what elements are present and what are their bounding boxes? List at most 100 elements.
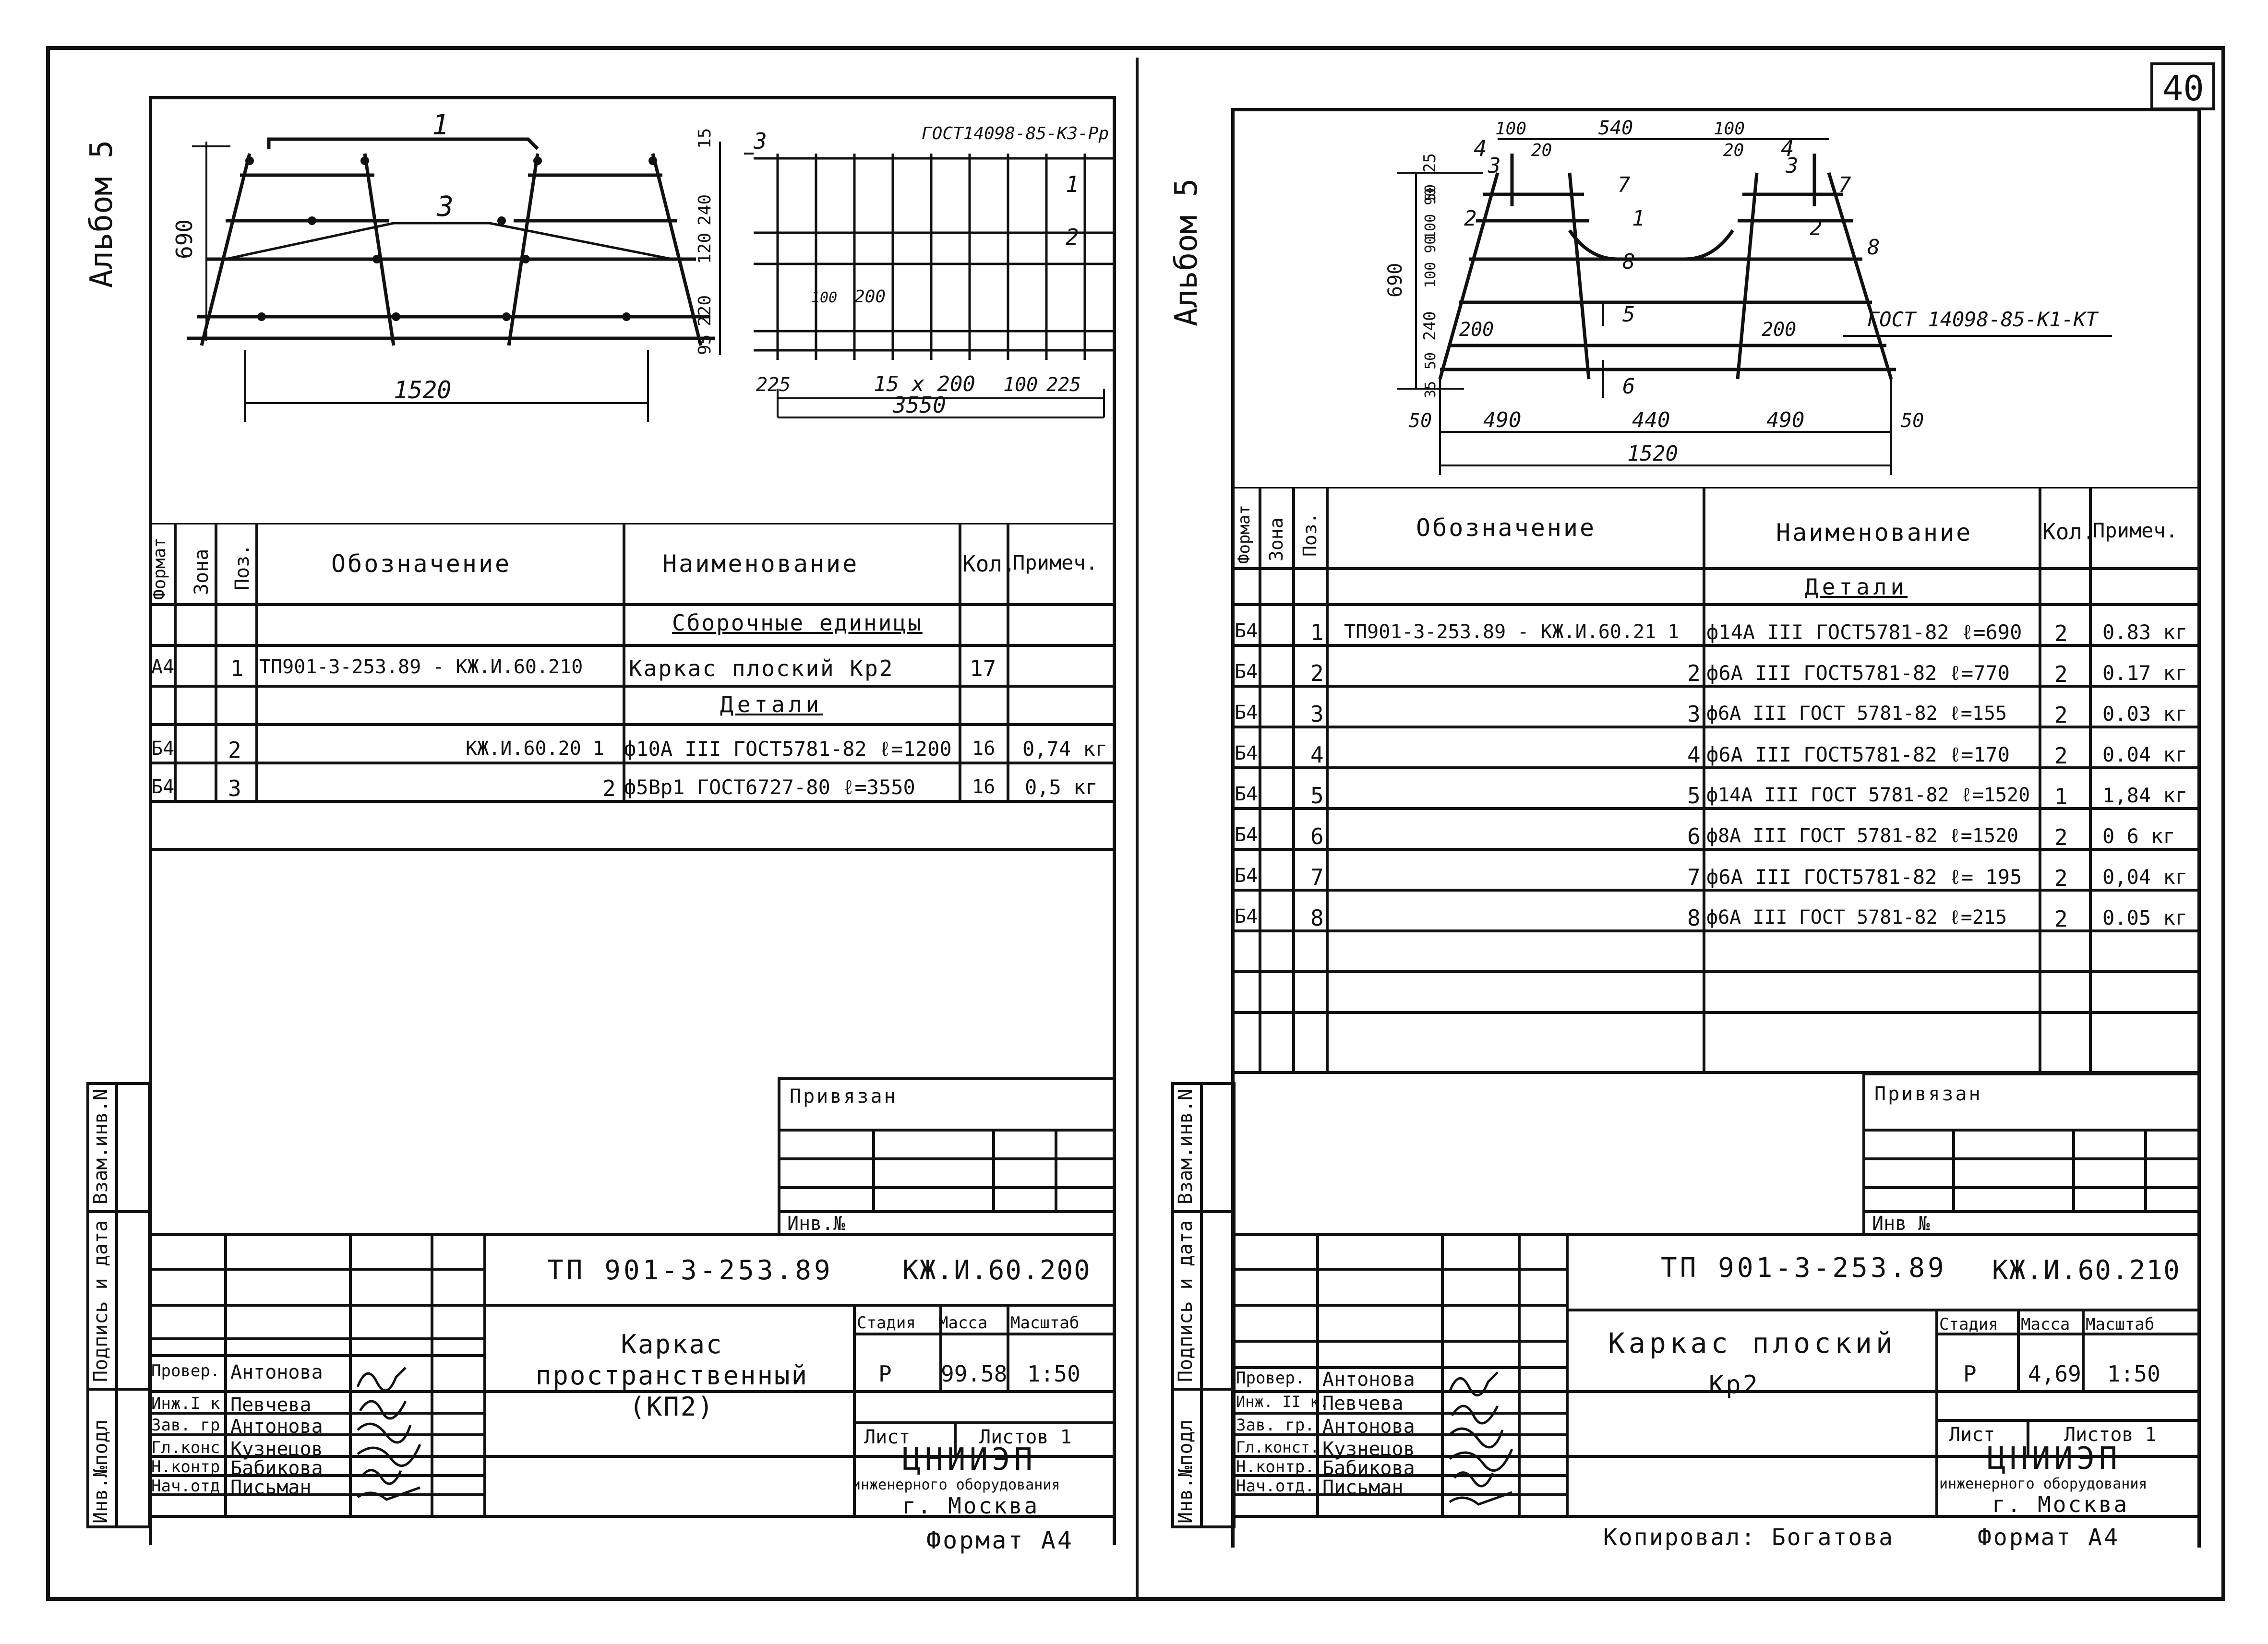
right-stamp-format: Формат А4 bbox=[1978, 1524, 2120, 1551]
right-row7-note: 0,04 кг bbox=[2102, 865, 2188, 889]
center-divider bbox=[1136, 58, 1139, 1598]
svg-text:225: 225 bbox=[756, 374, 791, 396]
left-stamp-scale-label: Масштаб bbox=[1010, 1313, 1080, 1333]
svg-text:490: 490 bbox=[1483, 408, 1521, 432]
svg-text:50: 50 bbox=[1422, 184, 1439, 202]
left-stamp-stage: Р bbox=[878, 1361, 892, 1387]
svg-text:35: 35 bbox=[1422, 381, 1439, 398]
left-col-designation: Обозначение bbox=[331, 550, 512, 578]
right-stamp-scale-label: Масштаб bbox=[2086, 1315, 2155, 1334]
right-stamp-title1: Каркас плоский bbox=[1608, 1327, 1896, 1359]
right-stamp-title2: Кр2 bbox=[1709, 1370, 1760, 1399]
right-stamp-stage-label: Стадия bbox=[1939, 1315, 1998, 1334]
right-person-role-2: Зав. гр. bbox=[1236, 1416, 1315, 1435]
right-stamp-lists-label: Листов 1 bbox=[2064, 1424, 2157, 1446]
right-row5-pos: 5 bbox=[1310, 783, 1324, 809]
left-section-details: Детали bbox=[720, 691, 823, 717]
right-row4-name: ф6А III ГОСТ5781-82 ℓ=170 bbox=[1706, 743, 2010, 766]
svg-text:690: 690 bbox=[171, 219, 197, 259]
right-row3-note: 0.03 кг bbox=[2102, 702, 2188, 726]
svg-text:8: 8 bbox=[1867, 235, 1880, 260]
right-row1-pos: 1 bbox=[1310, 619, 1324, 645]
right-person-name-0: Антонова bbox=[1322, 1369, 1415, 1391]
svg-text:1: 1 bbox=[1066, 171, 1079, 197]
right-row4-qty: 2 bbox=[2054, 743, 2068, 769]
right-person-name-4: Бабикова bbox=[1322, 1457, 1415, 1479]
left-stamp-org3: г. Москва bbox=[902, 1493, 1040, 1519]
right-row7-designation: 7 bbox=[1687, 864, 1701, 890]
right-signatures bbox=[1448, 1371, 1513, 1506]
right-row2-note: 0.17 кг bbox=[2102, 661, 2188, 685]
right-row5-qty: 1 bbox=[2054, 784, 2068, 810]
svg-text:ГОСТ14098-85-К3-Рр: ГОСТ14098-85-К3-Рр bbox=[922, 124, 1109, 143]
right-row6-format: Б4 bbox=[1235, 824, 1258, 846]
svg-text:95: 95 bbox=[695, 334, 715, 355]
right-row8-pos: 8 bbox=[1310, 905, 1324, 931]
svg-text:1520: 1520 bbox=[1627, 441, 1678, 466]
right-side-label-inv: Инв.№подл bbox=[1175, 1419, 1197, 1524]
right-row4-pos: 4 bbox=[1310, 742, 1324, 768]
right-col-qty: Кол. bbox=[2042, 519, 2096, 545]
right-row2-designation: 2 bbox=[1687, 660, 1701, 686]
right-row6-designation: 6 bbox=[1687, 823, 1701, 849]
svg-text:5: 5 bbox=[1622, 302, 1635, 327]
right-row3-format: Б4 bbox=[1235, 702, 1258, 724]
left-person-role-3: Гл.конс. bbox=[151, 1438, 230, 1457]
svg-text:120: 120 bbox=[695, 233, 715, 264]
right-row8-format: Б4 bbox=[1235, 905, 1258, 928]
svg-text:225: 225 bbox=[1046, 374, 1081, 396]
right-person-name-5: Письман bbox=[1322, 1477, 1404, 1499]
left-stamp-title: Каркас пространственный (КП2) bbox=[535, 1329, 809, 1422]
right-row1-note: 0.83 кг bbox=[2102, 620, 2188, 644]
svg-text:4: 4 bbox=[1781, 135, 1794, 161]
right-person-role-3: Гл.конст. bbox=[1236, 1438, 1320, 1456]
right-person-role-0: Провер. bbox=[1236, 1369, 1305, 1388]
album-label-left: Альбом 5 bbox=[84, 140, 120, 288]
svg-text:690: 690 bbox=[1384, 263, 1406, 298]
right-row1-format: Б4 bbox=[1235, 620, 1258, 642]
right-row3-name: ф6А III ГОСТ 5781-82 ℓ=155 bbox=[1706, 703, 2007, 725]
right-row1-name: ф14А III ГОСТ5781-82 ℓ=690 bbox=[1706, 620, 2022, 644]
right-inv: Инв № bbox=[1872, 1213, 1930, 1235]
right-person-name-2: Антонова bbox=[1322, 1416, 1415, 1438]
right-stamp-org3: г. Москва bbox=[1992, 1491, 2129, 1517]
svg-text:490: 490 bbox=[1766, 408, 1804, 432]
right-row2-name: ф6А III ГОСТ5781-82 ℓ=770 bbox=[1706, 661, 2010, 685]
svg-text:50: 50 bbox=[1901, 410, 1924, 432]
right-inner-frame bbox=[1231, 108, 2201, 1548]
left-row2-pos: 2 bbox=[228, 737, 241, 763]
right-row7-pos: 7 bbox=[1310, 864, 1324, 890]
right-person-name-3: Кузнецов bbox=[1322, 1438, 1415, 1460]
left-person-name-2: Антонова bbox=[230, 1416, 323, 1438]
left-stamp-grid bbox=[149, 1233, 1116, 1518]
left-row3-name: ф5Вр1 ГОСТ6727-80 ℓ=3550 bbox=[624, 775, 915, 799]
right-row5-format: Б4 bbox=[1235, 783, 1258, 805]
right-row8-note: 0.05 кг bbox=[2102, 906, 2188, 929]
left-stamp-lists-label: Листов 1 bbox=[979, 1426, 1072, 1448]
left-row1-pos: 1 bbox=[230, 655, 244, 681]
left-frame-drawing: 690 1520 1 3 3 ГОСТ14098-85-К3-Рр 1 2 15… bbox=[171, 108, 1114, 422]
svg-text:3: 3 bbox=[1488, 154, 1501, 178]
left-privyazan: Привязан bbox=[790, 1085, 898, 1108]
left-row2-name: ф10А III ГОСТ5781-82 ℓ=1200 bbox=[624, 737, 952, 761]
left-person-name-0: Антонова bbox=[230, 1361, 323, 1383]
left-signatures bbox=[356, 1367, 421, 1501]
right-side-label-replace: Взам.инв.N bbox=[1175, 1089, 1197, 1204]
left-row2-note: 0,74 кг bbox=[1022, 737, 1108, 761]
left-row3-designation: 2 bbox=[602, 775, 616, 801]
left-spec-table-grid bbox=[149, 523, 1116, 851]
right-row8-qty: 2 bbox=[2054, 906, 2068, 932]
right-col-format: Формат bbox=[1235, 505, 1254, 564]
left-col-format: Формат bbox=[150, 537, 169, 600]
svg-text:100: 100 bbox=[811, 289, 837, 306]
right-stamp-code: ТП 901-3-253.89 bbox=[1661, 1252, 1947, 1284]
right-stamp-org1: ЦНИИЭП bbox=[1987, 1441, 2122, 1477]
right-row4-format: Б4 bbox=[1235, 742, 1258, 764]
svg-text:200: 200 bbox=[1762, 319, 1796, 341]
left-person-role-1: Инж.I к. bbox=[151, 1394, 230, 1413]
svg-text:50: 50 bbox=[1422, 352, 1439, 369]
left-col-qty: Кол. bbox=[962, 551, 1016, 577]
svg-text:2: 2 bbox=[1464, 206, 1477, 231]
svg-text:240: 240 bbox=[695, 194, 715, 226]
left-row1-name: Каркас плоский Кр2 bbox=[629, 655, 894, 681]
